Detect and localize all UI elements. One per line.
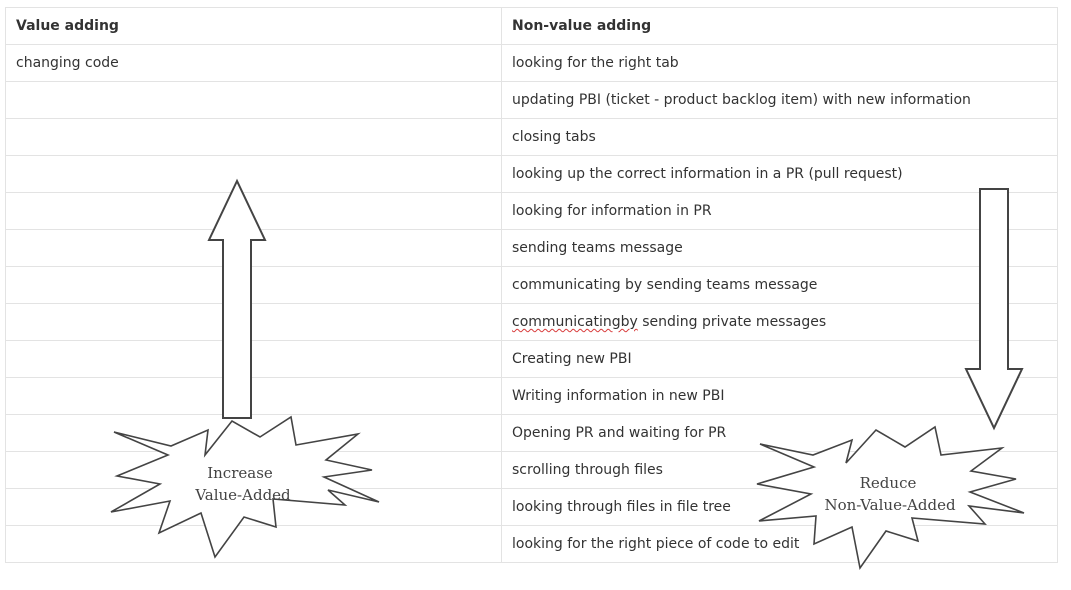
non-value-cell[interactable]: closing tabs — [501, 118, 1058, 156]
non-value-cell[interactable]: looking for information in PR — [501, 192, 1058, 230]
table-row: updating PBI (ticket - product backlog i… — [5, 81, 1058, 119]
table-row: sending teams message — [5, 229, 1058, 267]
header-value-adding: Value adding — [5, 7, 502, 45]
table-header-row: Value adding Non-value adding — [5, 7, 1058, 45]
cell-text-rest: sending private messages — [637, 314, 827, 330]
value-cell[interactable] — [5, 340, 502, 378]
non-value-cell[interactable]: looking up the correct information in a … — [501, 155, 1058, 193]
non-value-cell[interactable]: scrolling through files — [501, 451, 1058, 489]
table-row: looking for information in PR — [5, 192, 1058, 230]
table-row: closing tabs — [5, 118, 1058, 156]
value-cell[interactable] — [5, 155, 502, 193]
non-value-cell[interactable]: Writing information in new PBI — [501, 377, 1058, 415]
value-cell[interactable]: changing code — [5, 44, 502, 82]
value-cell[interactable] — [5, 377, 502, 415]
non-value-cell[interactable]: Creating new PBI — [501, 340, 1058, 378]
table-row: Opening PR and waiting for PR — [5, 414, 1058, 452]
non-value-cell[interactable]: looking through files in file tree — [501, 488, 1058, 526]
table-row: changing code looking for the right tab — [5, 44, 1058, 82]
table-row: Writing information in new PBI — [5, 377, 1058, 415]
value-cell[interactable] — [5, 229, 502, 267]
misspelled-word[interactable]: communicatingby — [512, 314, 638, 330]
table-row: Creating new PBI — [5, 340, 1058, 378]
table-row: looking for the right piece of code to e… — [5, 525, 1058, 563]
value-cell[interactable] — [5, 525, 502, 563]
header-non-value-adding: Non-value adding — [501, 7, 1058, 45]
value-cell[interactable] — [5, 414, 502, 452]
value-cell[interactable] — [5, 118, 502, 156]
non-value-cell[interactable]: Opening PR and waiting for PR — [501, 414, 1058, 452]
non-value-cell[interactable]: looking for the right piece of code to e… — [501, 525, 1058, 563]
table-row: scrolling through files — [5, 451, 1058, 489]
value-cell[interactable] — [5, 81, 502, 119]
table-row: looking through files in file tree — [5, 488, 1058, 526]
value-cell[interactable] — [5, 303, 502, 341]
non-value-cell[interactable]: communicatingby sending private messages — [501, 303, 1058, 341]
non-value-cell[interactable]: looking for the right tab — [501, 44, 1058, 82]
activity-table: Value adding Non-value adding changing c… — [5, 7, 1058, 563]
table-row: communicatingby sending private messages — [5, 303, 1058, 341]
non-value-cell[interactable]: sending teams message — [501, 229, 1058, 267]
table-row: communicating by sending teams message — [5, 266, 1058, 304]
value-cell[interactable] — [5, 488, 502, 526]
table-row: looking up the correct information in a … — [5, 155, 1058, 193]
value-cell[interactable] — [5, 451, 502, 489]
non-value-cell[interactable]: updating PBI (ticket - product backlog i… — [501, 81, 1058, 119]
non-value-cell[interactable]: communicating by sending teams message — [501, 266, 1058, 304]
value-cell[interactable] — [5, 192, 502, 230]
value-cell[interactable] — [5, 266, 502, 304]
